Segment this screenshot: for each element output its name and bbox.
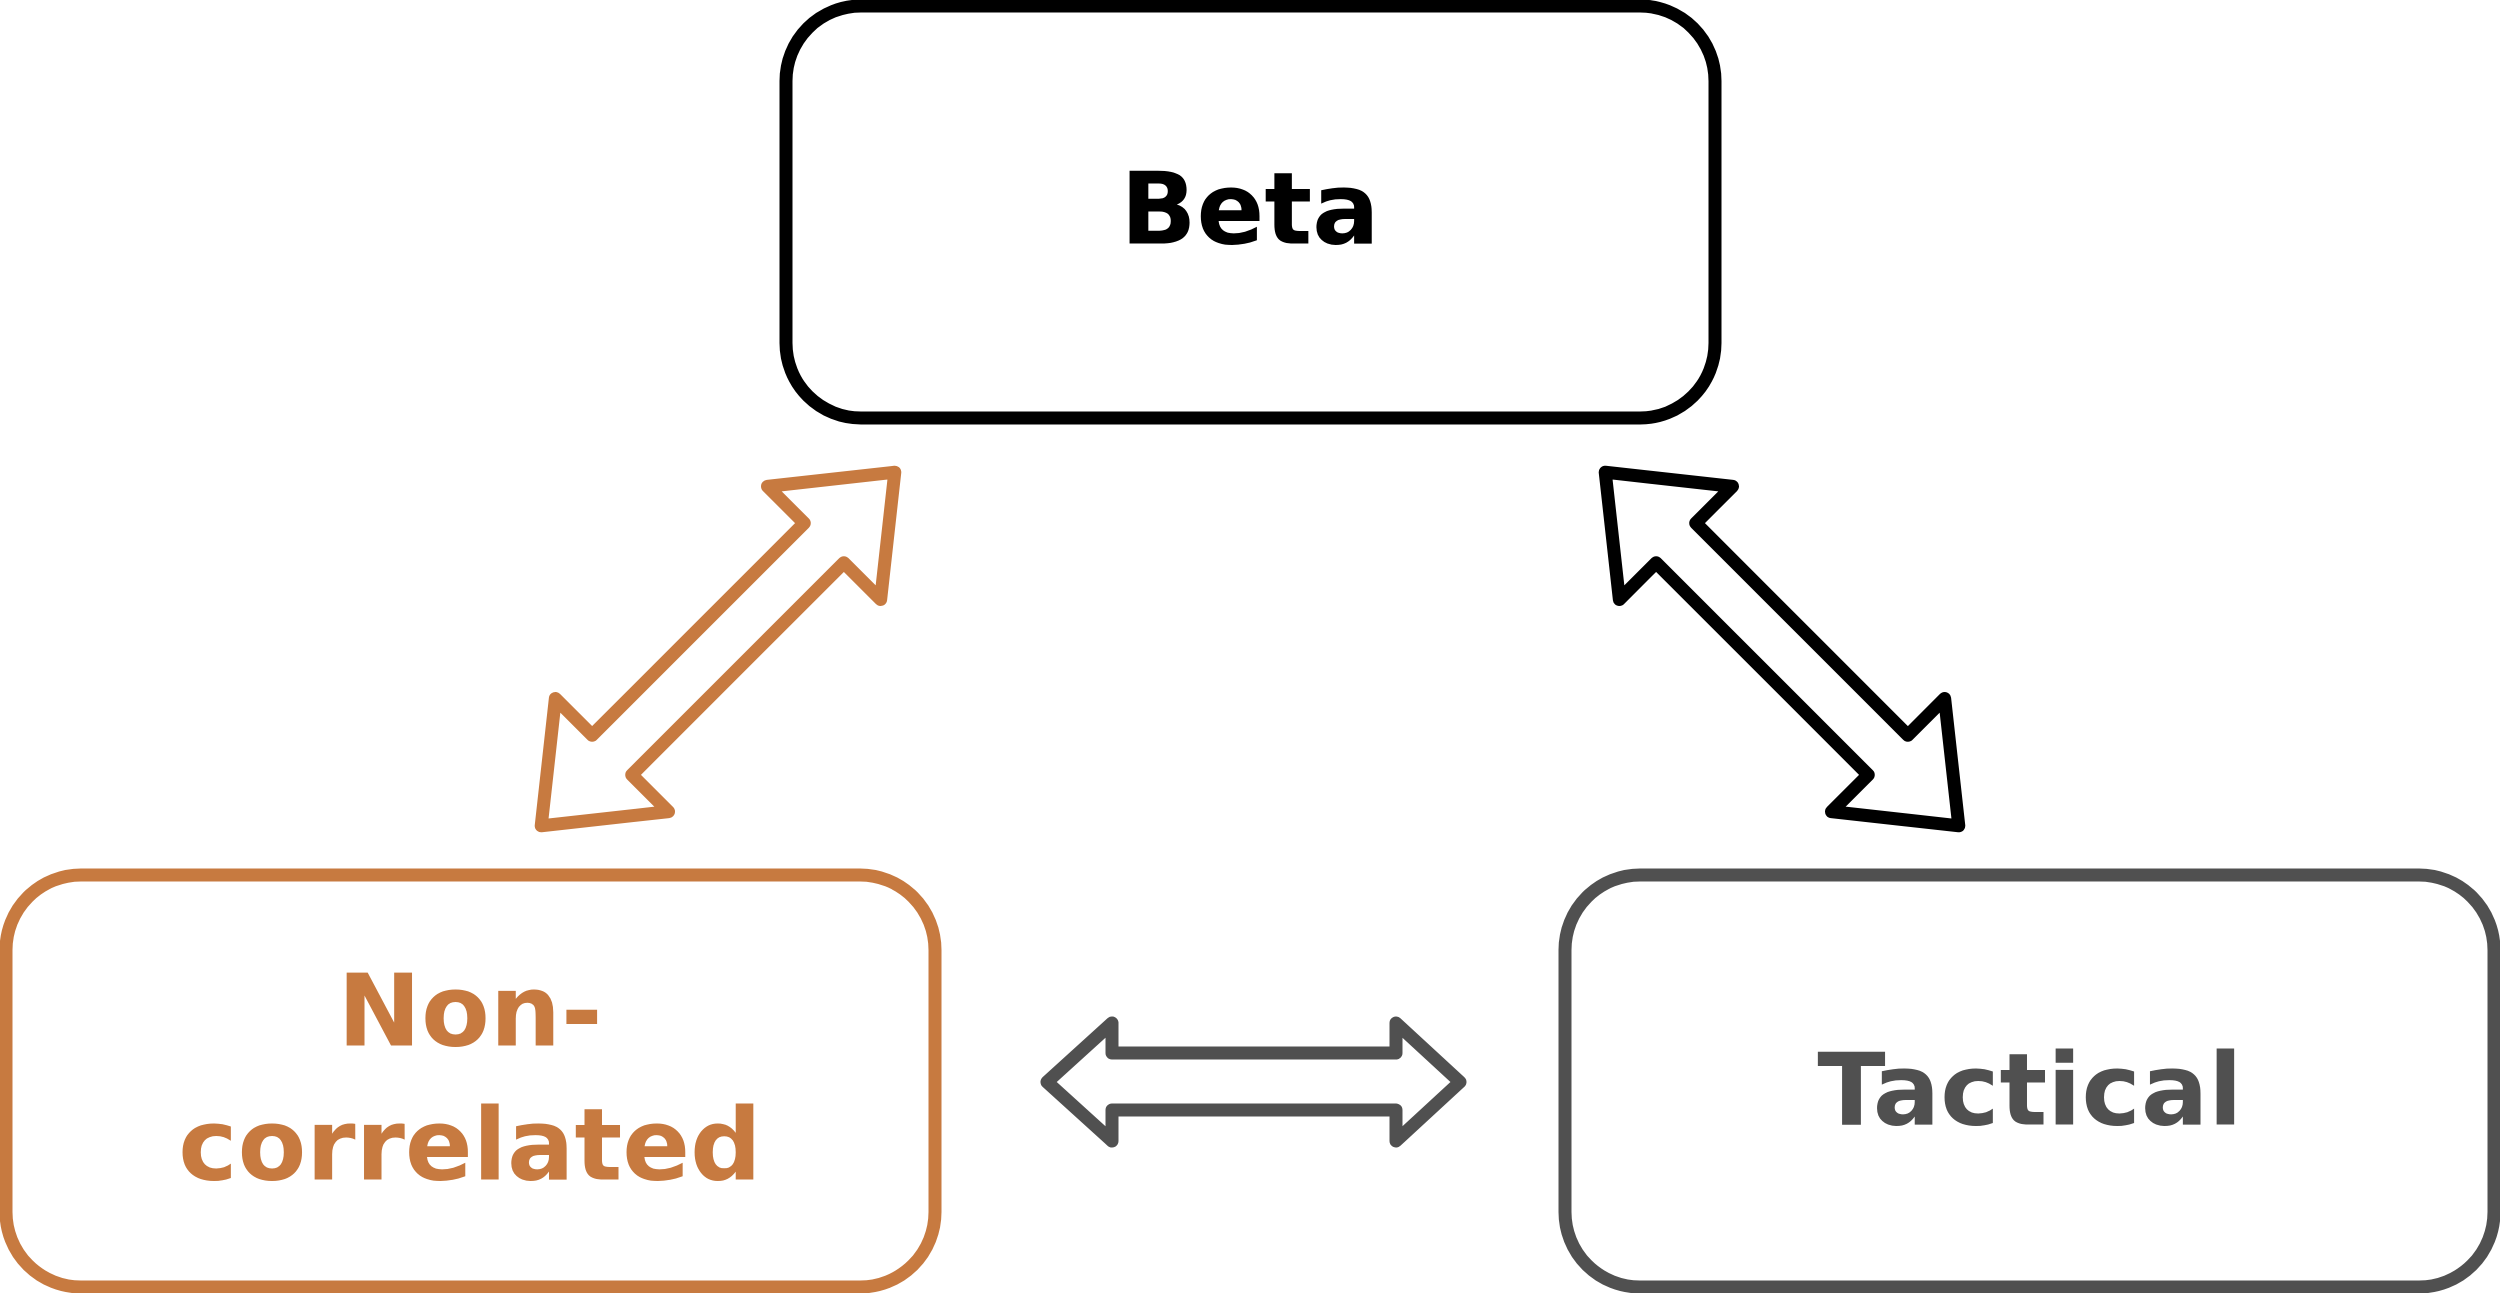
diagonal-double-arrow-black-icon (1598, 465, 1966, 833)
beta-noncorrelated-double-arrow-icon (534, 465, 902, 833)
noncorrelated-label-line1: Non- (337, 952, 602, 1069)
noncorrelated-label-line2: correlated (178, 1086, 761, 1203)
noncorrelated-tactical-double-arrow-icon (1040, 1016, 1467, 1148)
beta-node: Beta (779, 0, 1722, 425)
noncorrelated-box (0, 868, 942, 1293)
tactical-box (1558, 868, 2500, 1293)
beta-box (779, 0, 1722, 425)
beta-tactical-double-arrow-icon (1598, 465, 1966, 833)
tactical-node: Tactical (1558, 868, 2500, 1293)
tactical-label: Tactical (1817, 1031, 2242, 1148)
diagonal-double-arrow-orange-icon (534, 465, 902, 833)
beta-label: Beta (1120, 150, 1379, 267)
noncorrelated-node: Non- correlated (0, 868, 942, 1293)
horizontal-double-arrow-icon (1040, 1016, 1467, 1148)
